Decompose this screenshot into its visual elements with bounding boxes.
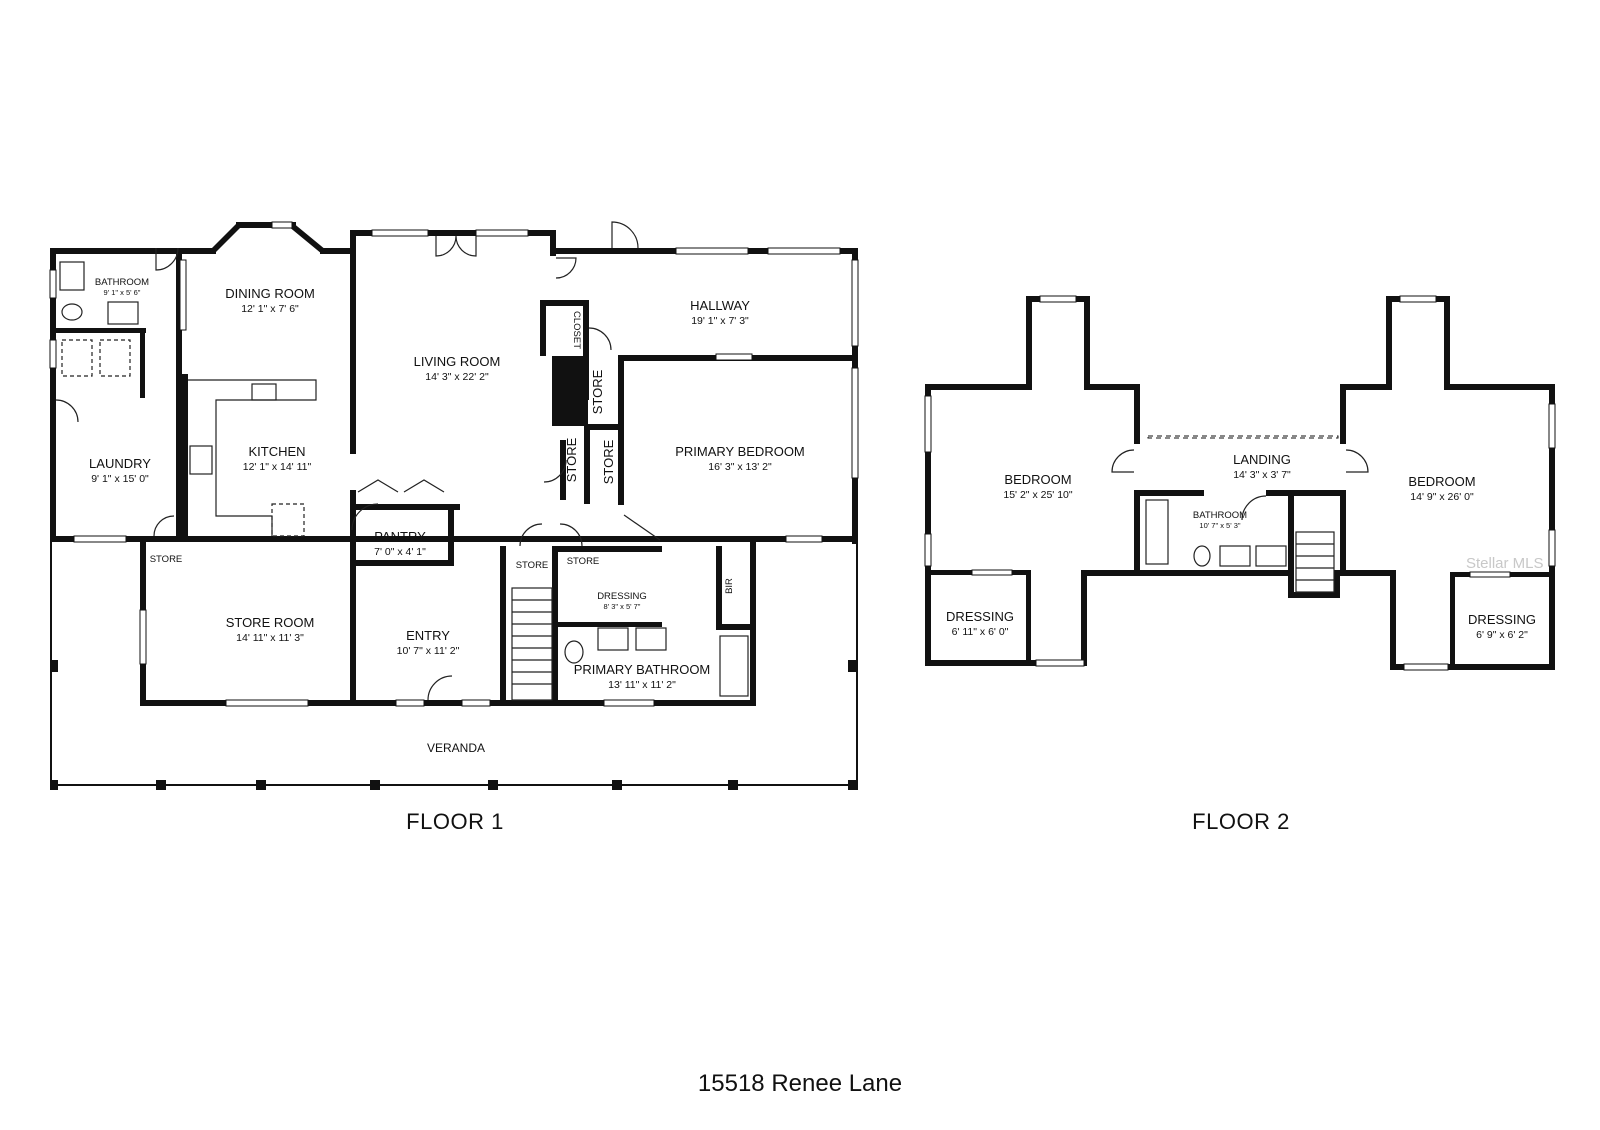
floor-1-plan: BATHROOM 9' 1" x 5' 6" DINING ROOM 12' 1… [49,221,859,790]
floor-2-windows [924,295,1556,671]
floor-1-labels: BATHROOM 9' 1" x 5' 6" DINING ROOM 12' 1… [89,277,805,755]
room-dims-primary-bathroom: 13' 11" x 11' 2" [608,679,676,691]
room-name-store-d: STORE [516,560,549,571]
room-name-bir: BIR [724,578,735,594]
stair-1 [511,587,553,701]
room-dims-dressing: 8' 3" x 5' 7" [604,602,641,611]
room-name-bathroom: BATHROOM [95,277,149,288]
room-name-store-e: STORE [567,556,600,567]
floor-1-doors [55,221,661,701]
room-dims-bedroom-right: 14' 9" x 26' 0" [1410,491,1474,503]
room-name-dressing-left: DRESSING [946,609,1014,624]
floor-1-fixtures [59,261,749,701]
room-name-primary-bedroom: PRIMARY BEDROOM [675,444,805,459]
room-dims-store-room: 14' 11" x 11' 3" [236,632,304,644]
room-dims-bedroom-left: 15' 2" x 25' 10" [1003,489,1073,501]
room-dims-dining-room: 12' 1" x 7' 6" [241,303,299,315]
room-name-landing: LANDING [1233,452,1291,467]
floor-2-label: FLOOR 2 [1192,809,1290,834]
room-dims-landing: 14' 3" x 3' 7" [1233,469,1291,481]
room-name-store-room: STORE ROOM [226,615,315,630]
room-name-laundry: LAUNDRY [89,456,151,471]
room-name-store-b: STORE [564,437,579,482]
room-name-dining-room: DINING ROOM [225,286,315,301]
room-dims-dressing-left: 6' 11" x 6' 0" [952,626,1009,638]
floor-2-doors [1111,449,1369,593]
room-dims-bathroom: 9' 1" x 5' 6" [104,288,141,297]
room-name-store-laundry: STORE [150,554,183,565]
room-name-kitchen: KITCHEN [248,444,305,459]
room-name-bathroom-2: BATHROOM [1193,510,1247,521]
room-name-closet: CLOSET [571,311,582,349]
floor-1-label: FLOOR 1 [406,809,504,834]
floor-2-labels: BEDROOM 15' 2" x 25' 10" LANDING 14' 3" … [946,452,1536,641]
room-name-entry: ENTRY [406,628,450,643]
room-dims-living-room: 14' 3" x 22' 2" [425,371,489,383]
room-name-store-a: STORE [590,369,605,414]
room-dims-dressing-right: 6' 9" x 6' 2" [1476,629,1528,641]
veranda-outline [50,542,858,790]
room-name-dressing-right: DRESSING [1468,612,1536,627]
address-caption: 15518 Renee Lane [698,1070,902,1097]
floor-2-plan: BEDROOM 15' 2" x 25' 10" LANDING 14' 3" … [924,295,1556,671]
room-dims-hallway: 19' 1" x 7' 3" [691,315,749,327]
floor-1-windows [49,221,859,707]
room-dims-pantry: 7' 0" x 4' 1" [374,546,426,558]
room-dims-primary-bedroom: 16' 3" x 13' 2" [708,461,772,473]
room-dims-entry: 10' 7" x 11' 2" [397,645,460,657]
room-name-veranda: VERANDA [427,741,485,755]
watermark: Stellar MLS [1466,555,1544,572]
room-name-store-c: STORE [601,439,616,484]
room-dims-laundry: 9' 1" x 15' 0" [91,473,149,485]
room-name-pantry: PANTRY [374,529,426,544]
stair-2 [1295,531,1335,593]
room-dims-kitchen: 12' 1" x 14' 11" [243,461,312,473]
room-name-hallway: HALLWAY [690,298,750,313]
room-name-bedroom-left: BEDROOM [1004,472,1071,487]
room-name-living-room: LIVING ROOM [414,354,501,369]
room-name-dressing: DRESSING [597,591,647,602]
room-name-primary-bathroom: PRIMARY BATHROOM [574,662,711,677]
room-name-bedroom-right: BEDROOM [1408,474,1475,489]
room-dims-bathroom-2: 10' 7" x 5' 3" [1199,521,1240,530]
